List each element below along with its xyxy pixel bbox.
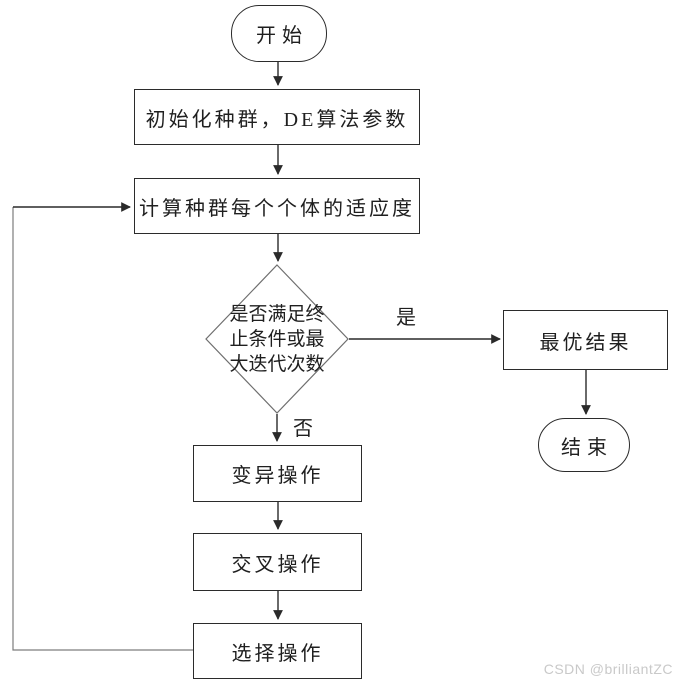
edge-label-no: 否: [293, 418, 313, 440]
start-label: 开始: [256, 25, 308, 47]
process-crossover: 交叉操作: [193, 533, 362, 591]
result-label: 最优结果: [539, 331, 632, 354]
process-best-result: 最优结果: [503, 310, 668, 370]
process-mutation: 变异操作: [193, 445, 362, 502]
decision-diamond-shape: [205, 264, 349, 414]
end-terminator: 结束: [538, 418, 630, 472]
end-label: 结束: [561, 436, 613, 459]
init-label: 初始化种群，DE算法参数: [145, 108, 409, 131]
process-init-population: 初始化种群，DE算法参数: [134, 89, 420, 145]
edge-label-yes: 是: [396, 307, 416, 329]
crossover-label: 交叉操作: [231, 553, 324, 576]
connector-selection-loop: [12, 207, 193, 651]
process-selection: 选择操作: [193, 623, 362, 679]
decision-termination: 是否满足终 止条件或最 大迭代次数: [205, 264, 349, 414]
decision-label: 是否满足终 止条件或最 大迭代次数: [229, 303, 325, 375]
start-terminator: 开始: [231, 5, 327, 62]
fitness-label: 计算种群每个个体的适应度: [139, 197, 415, 220]
watermark: CSDN @brilliantZC: [543, 661, 673, 677]
mutation-label: 变异操作: [231, 465, 324, 487]
selection-label: 选择操作: [231, 642, 324, 665]
process-compute-fitness: 计算种群每个个体的适应度: [134, 178, 420, 234]
